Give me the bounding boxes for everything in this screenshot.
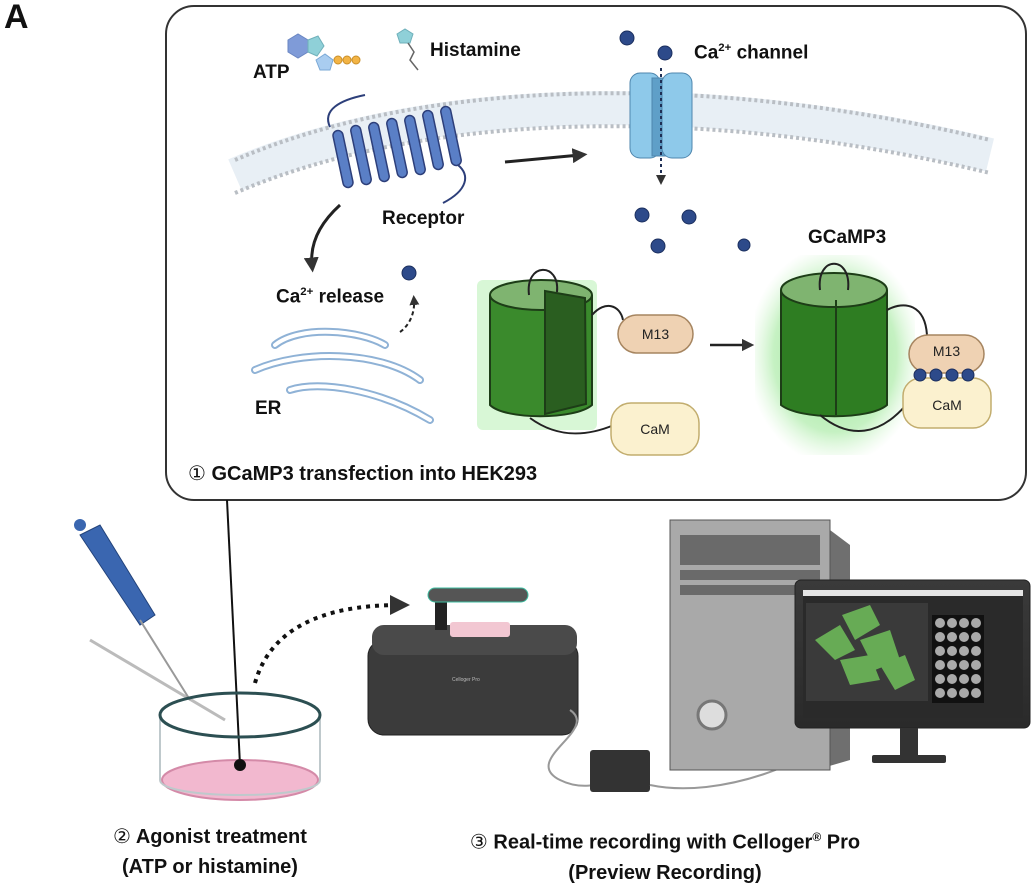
- well-icon: [959, 632, 969, 642]
- well-icon: [947, 646, 957, 656]
- cell-membrane: [228, 91, 994, 195]
- cam-label-active: CaM: [932, 397, 962, 413]
- well-icon: [971, 660, 981, 670]
- device-brand-text: Celloger Pro: [452, 677, 480, 683]
- pipette-icon: [74, 519, 226, 722]
- well-icon: [959, 674, 969, 684]
- gcamp3-label: GCaMP3: [808, 227, 887, 248]
- atp-label: ATP: [253, 62, 290, 83]
- receptor-label: Receptor: [382, 208, 465, 229]
- well-icon: [971, 632, 981, 642]
- calcium-ion-icon: [619, 30, 635, 46]
- well-icon: [971, 688, 981, 698]
- well-icon: [947, 660, 957, 670]
- cam-domain-inactive: [610, 402, 700, 456]
- step3-caption: ③ Real-time recording with Celloger® Pro…: [469, 830, 861, 884]
- calcium-ion-icon: [650, 238, 666, 254]
- culture-dish-icon: [158, 691, 322, 801]
- calcium-ion-icon: [737, 238, 751, 252]
- well-icon: [935, 660, 945, 670]
- well-icon: [935, 646, 945, 656]
- er-label: ER: [255, 398, 282, 419]
- histamine-molecule-icon: [396, 28, 419, 71]
- well-icon: [959, 688, 969, 698]
- transfer-arrow: [253, 595, 410, 684]
- well-icon: [935, 618, 945, 628]
- well-icon: [947, 632, 957, 642]
- well-icon: [959, 618, 969, 628]
- calcium-release-label: Ca2+ release: [276, 286, 385, 308]
- calcium-channel-label: Ca2+ channel: [694, 42, 809, 64]
- gcamp-inactive-icon: [477, 268, 624, 435]
- calcium-ions: [401, 30, 751, 281]
- well-icon: [935, 688, 945, 698]
- step1-caption: ① GCaMP3 transfection into HEK293: [188, 463, 538, 485]
- m13-label-active: M13: [932, 343, 961, 359]
- er-signal-arrow: [303, 203, 342, 273]
- well-icon: [935, 674, 945, 684]
- well-icon: [971, 646, 981, 656]
- well-icon: [959, 660, 969, 670]
- leader-line: [226, 499, 241, 766]
- calcium-ion-icon: [401, 265, 417, 281]
- calcium-ion-icon: [657, 45, 673, 61]
- panel-letter: A: [4, 0, 29, 36]
- well-plate-grid: [935, 618, 981, 698]
- histamine-label: Histamine: [430, 40, 521, 61]
- atp-molecule-icon: [287, 33, 361, 71]
- well-icon: [947, 674, 957, 684]
- m13-label-inactive: M13: [641, 326, 670, 342]
- calcium-ion-icon: [681, 209, 697, 225]
- receptor-icon: [327, 94, 467, 204]
- celloger-device-icon: [367, 587, 579, 736]
- gcamp-active-icon: [755, 255, 928, 455]
- monitor-icon: [794, 579, 1031, 763]
- activation-arrow: [504, 148, 588, 164]
- release-arrow: [399, 295, 420, 333]
- well-icon: [971, 674, 981, 684]
- cam-label-inactive: CaM: [640, 421, 670, 437]
- calcium-channel-icon: [629, 68, 693, 185]
- controller-box-icon: [590, 750, 650, 792]
- well-icon: [959, 646, 969, 656]
- calcium-ion-icon: [634, 207, 650, 223]
- step2-caption: ② Agonist treatment (ATP or histamine): [113, 826, 307, 878]
- well-icon: [947, 688, 957, 698]
- well-icon: [971, 618, 981, 628]
- bound-calcium-ions: [913, 368, 975, 382]
- well-icon: [947, 618, 957, 628]
- m13-domain-inactive: [617, 314, 694, 354]
- well-icon: [935, 632, 945, 642]
